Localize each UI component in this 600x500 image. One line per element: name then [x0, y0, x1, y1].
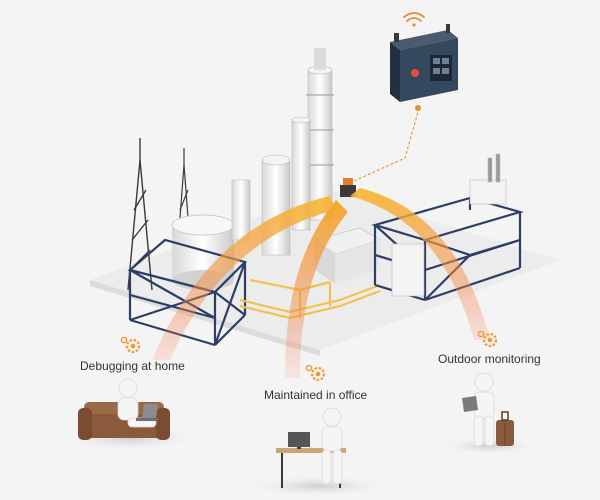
- signal-beam-outdoor: [350, 188, 490, 340]
- gear-icon-office: [305, 364, 326, 382]
- wifi-icon: [403, 12, 425, 27]
- distillation-column-second: [291, 116, 311, 231]
- label-outdoor-monitoring: Outdoor monitoring: [438, 352, 541, 366]
- person-home: [117, 378, 157, 428]
- control-building: [314, 227, 381, 284]
- person-office: [321, 407, 343, 485]
- person-outdoor: [473, 372, 495, 447]
- gear-icon-outdoor: [477, 330, 498, 348]
- label-debugging-at-home: Debugging at home: [80, 359, 185, 373]
- router-link-line: [344, 105, 421, 186]
- gear-icon-home: [120, 336, 141, 354]
- edge-gateway-small: [340, 178, 356, 197]
- industrial-router: [390, 24, 458, 102]
- distillation-column-main: [306, 48, 334, 221]
- laptop-icon: [136, 404, 158, 421]
- outdoor-scene: [446, 372, 534, 454]
- signal-beam-office: [285, 200, 348, 378]
- cooling-units: [391, 153, 507, 297]
- tablet-icon: [462, 396, 478, 412]
- monitor-icon: [288, 432, 310, 449]
- office-scene: [252, 407, 384, 496]
- label-maintained-in-office: Maintained in office: [264, 388, 368, 402]
- signal-beam-home: [152, 196, 336, 360]
- suitcase-icon: [496, 411, 514, 446]
- home-scene: [68, 378, 192, 450]
